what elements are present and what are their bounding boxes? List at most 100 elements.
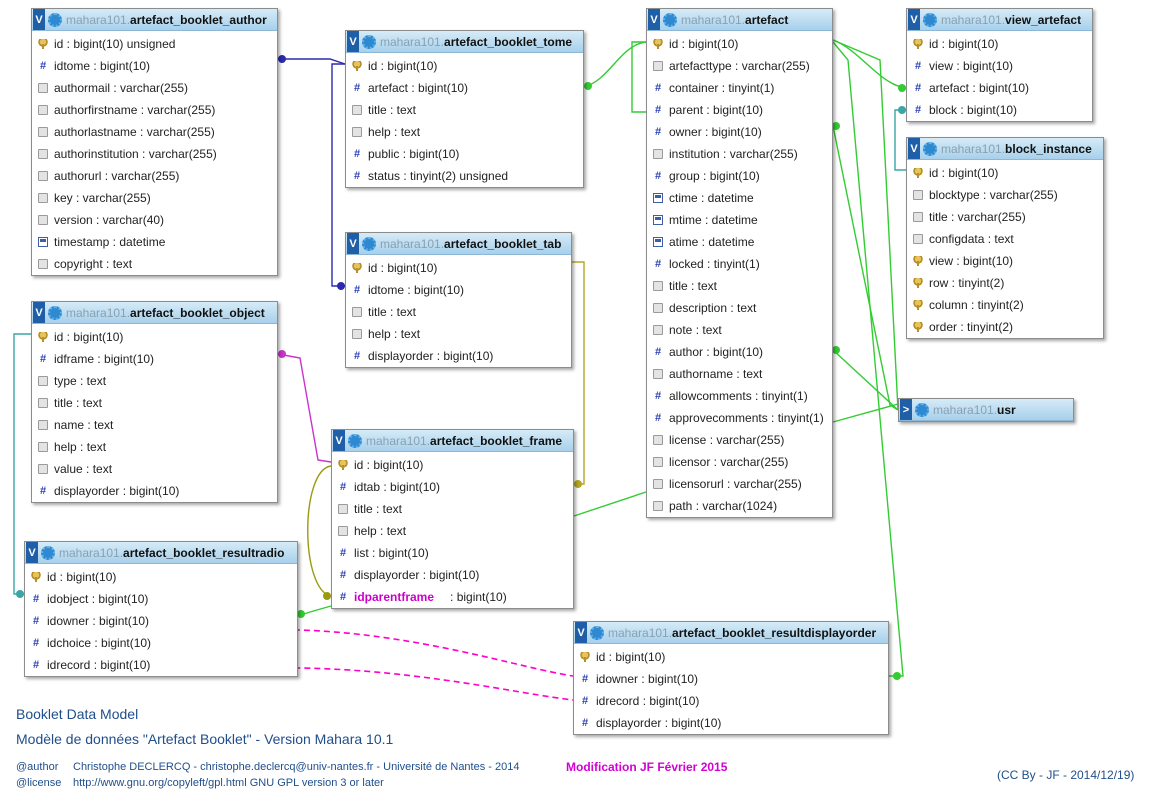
column-row[interactable]: #idtome : bigint(10): [346, 279, 571, 301]
column-row[interactable]: atime : datetime: [647, 231, 832, 253]
column-row[interactable]: institution : varchar(255): [647, 143, 832, 165]
column-row[interactable]: id : bigint(10): [32, 326, 277, 348]
column-row[interactable]: title : text: [32, 392, 277, 414]
column-row[interactable]: id : bigint(10) unsigned: [32, 33, 277, 55]
column-row[interactable]: #view : bigint(10): [907, 55, 1092, 77]
column-row[interactable]: authorinstitution : varchar(255): [32, 143, 277, 165]
collapse-toggle-icon[interactable]: V: [33, 9, 45, 30]
column-row[interactable]: help : text: [332, 520, 573, 542]
column-row[interactable]: copyright : text: [32, 253, 277, 275]
column-row[interactable]: #idowner : bigint(10): [25, 610, 297, 632]
column-row[interactable]: #idobject : bigint(10): [25, 588, 297, 610]
column-row[interactable]: help : text: [32, 436, 277, 458]
column-row[interactable]: #parent : bigint(10): [647, 99, 832, 121]
column-row[interactable]: row : tinyint(2): [907, 272, 1103, 294]
column-row[interactable]: type : text: [32, 370, 277, 392]
column-row[interactable]: #status : tinyint(2) unsigned: [346, 165, 583, 187]
column-row[interactable]: artefacttype : varchar(255): [647, 55, 832, 77]
column-row[interactable]: column : tinyint(2): [907, 294, 1103, 316]
column-row[interactable]: #idowner : bigint(10): [574, 668, 888, 690]
column-row[interactable]: #idparentframe: bigint(10): [332, 586, 573, 608]
collapse-toggle-icon[interactable]: V: [575, 622, 587, 643]
column-row[interactable]: id : bigint(10): [346, 257, 571, 279]
column-row[interactable]: authorname : text: [647, 363, 832, 385]
column-row[interactable]: help : text: [346, 323, 571, 345]
column-row[interactable]: name : text: [32, 414, 277, 436]
column-row[interactable]: path : varchar(1024): [647, 495, 832, 517]
collapse-toggle-icon[interactable]: V: [347, 31, 359, 52]
column-row[interactable]: #approvecomments : tinyint(1): [647, 407, 832, 429]
column-row[interactable]: #displayorder : bigint(10): [346, 345, 571, 367]
collapse-toggle-icon[interactable]: V: [26, 542, 38, 563]
column-row[interactable]: #displayorder : bigint(10): [332, 564, 573, 586]
column-row[interactable]: id : bigint(10): [647, 33, 832, 55]
column-row[interactable]: value : text: [32, 458, 277, 480]
column-row[interactable]: #group : bigint(10): [647, 165, 832, 187]
column-row[interactable]: licensorurl : varchar(255): [647, 473, 832, 495]
column-row[interactable]: #block : bigint(10): [907, 99, 1092, 121]
column-row[interactable]: title : text: [346, 99, 583, 121]
column-row[interactable]: ctime : datetime: [647, 187, 832, 209]
column-row[interactable]: #list : bigint(10): [332, 542, 573, 564]
column-row[interactable]: authorurl : varchar(255): [32, 165, 277, 187]
column-row[interactable]: #idframe : bigint(10): [32, 348, 277, 370]
column-row[interactable]: help : text: [346, 121, 583, 143]
column-row[interactable]: #container : tinyint(1): [647, 77, 832, 99]
expand-toggle-icon[interactable]: >: [900, 399, 912, 420]
collapse-toggle-icon[interactable]: V: [333, 430, 345, 451]
collapse-toggle-icon[interactable]: V: [908, 138, 920, 159]
column-row[interactable]: blocktype : varchar(255): [907, 184, 1103, 206]
column-row[interactable]: timestamp : datetime: [32, 231, 277, 253]
collapse-toggle-icon[interactable]: V: [33, 302, 45, 323]
column-row[interactable]: mtime : datetime: [647, 209, 832, 231]
column-row[interactable]: version : varchar(40): [32, 209, 277, 231]
column-row[interactable]: #artefact : bigint(10): [346, 77, 583, 99]
column-row[interactable]: title : varchar(255): [907, 206, 1103, 228]
column-row[interactable]: #allowcomments : tinyint(1): [647, 385, 832, 407]
column-row[interactable]: #idtab : bigint(10): [332, 476, 573, 498]
column-row[interactable]: #displayorder : bigint(10): [32, 480, 277, 502]
column-row[interactable]: id : bigint(10): [907, 33, 1092, 55]
column-row[interactable]: #idrecord : bigint(10): [25, 654, 297, 676]
column-row[interactable]: #locked : tinyint(1): [647, 253, 832, 275]
column-row[interactable]: description : text: [647, 297, 832, 319]
column-row[interactable]: title : text: [647, 275, 832, 297]
column-row[interactable]: authorlastname : varchar(255): [32, 121, 277, 143]
column-row[interactable]: note : text: [647, 319, 832, 341]
column-row[interactable]: title : text: [346, 301, 571, 323]
column-row[interactable]: id : bigint(10): [332, 454, 573, 476]
column-row[interactable]: authorfirstname : varchar(255): [32, 99, 277, 121]
column-row[interactable]: id : bigint(10): [907, 162, 1103, 184]
column-row[interactable]: #idtome : bigint(10): [32, 55, 277, 77]
table-usr[interactable]: >mahara101.usr: [898, 398, 1074, 422]
column-row[interactable]: authormail : varchar(255): [32, 77, 277, 99]
collapse-toggle-icon[interactable]: V: [908, 9, 920, 30]
collapse-toggle-icon[interactable]: V: [648, 9, 660, 30]
column-row[interactable]: #public : bigint(10): [346, 143, 583, 165]
column-row[interactable]: key : varchar(255): [32, 187, 277, 209]
collapse-toggle-icon[interactable]: V: [347, 233, 359, 254]
column-row[interactable]: #owner : bigint(10): [647, 121, 832, 143]
column-row[interactable]: #artefact : bigint(10): [907, 77, 1092, 99]
column-row[interactable]: title : text: [332, 498, 573, 520]
column-row[interactable]: #displayorder : bigint(10): [574, 712, 888, 734]
column-row[interactable]: id : bigint(10): [346, 55, 583, 77]
